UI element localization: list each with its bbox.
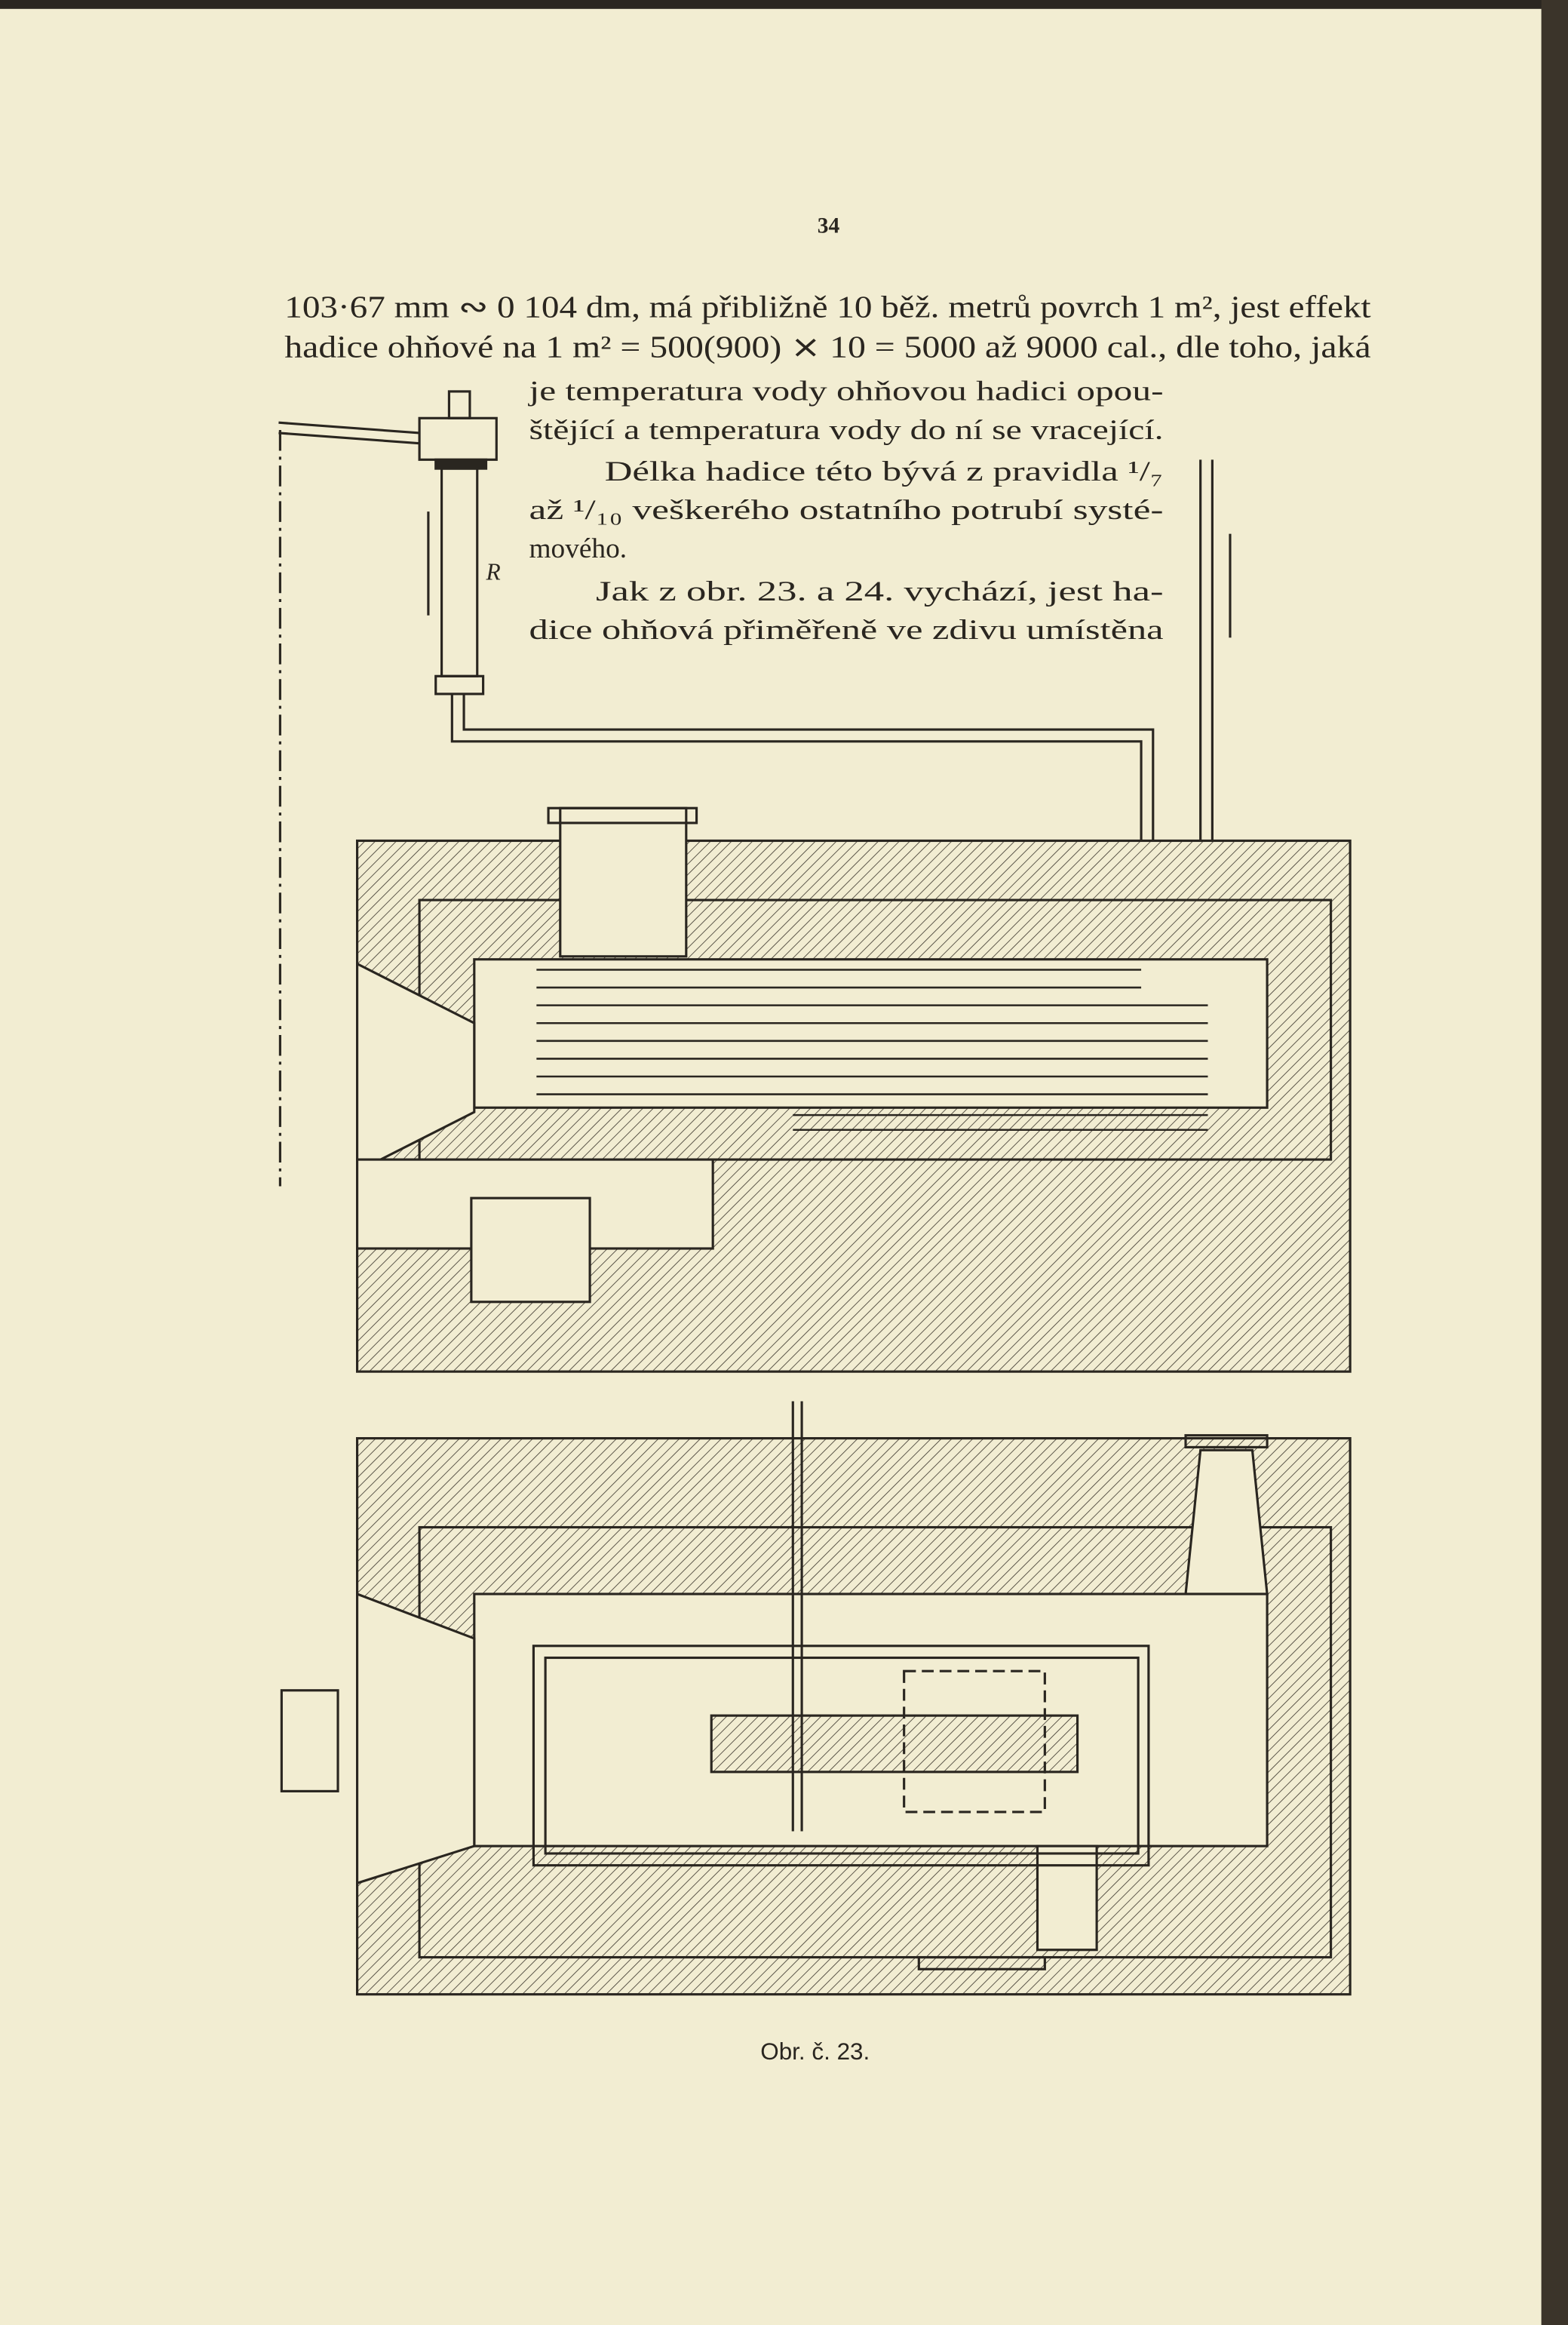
body-line: štějící a temperatura vody do ní se vrac…: [529, 415, 1164, 446]
body-line: Délka hadice této bývá z pravidla ¹/₇: [605, 456, 1164, 487]
page-number: 34: [818, 214, 840, 238]
figure-section-view: R: [278, 390, 1352, 1996]
body-line: až ¹/₁₀ veškerého ostatního potrubí syst…: [529, 495, 1164, 526]
figure-caption: Obr. č. 23.: [760, 2038, 870, 2065]
fire-tubes: [536, 969, 1208, 1132]
body-line: mového.: [529, 533, 628, 564]
scan-edge-right: [1541, 0, 1568, 2325]
body-line: je temperatura vody ohňovou hadici opou-: [527, 376, 1164, 407]
scan-edge-top: [0, 0, 1568, 9]
label-r: R: [486, 559, 501, 585]
body-line: Jak z obr. 23. a 24. vychází, jest ha-: [596, 576, 1164, 607]
body-line: 103·67 mm ∾ 0 104 dm, má přibližně 10 bě…: [284, 290, 1371, 324]
body-line: dice ohňová přiměřeně ve zdivu umístěna: [529, 615, 1164, 646]
body-line: hadice ohňové na 1 m² = 500(900) ⨯ 10 = …: [284, 330, 1370, 365]
